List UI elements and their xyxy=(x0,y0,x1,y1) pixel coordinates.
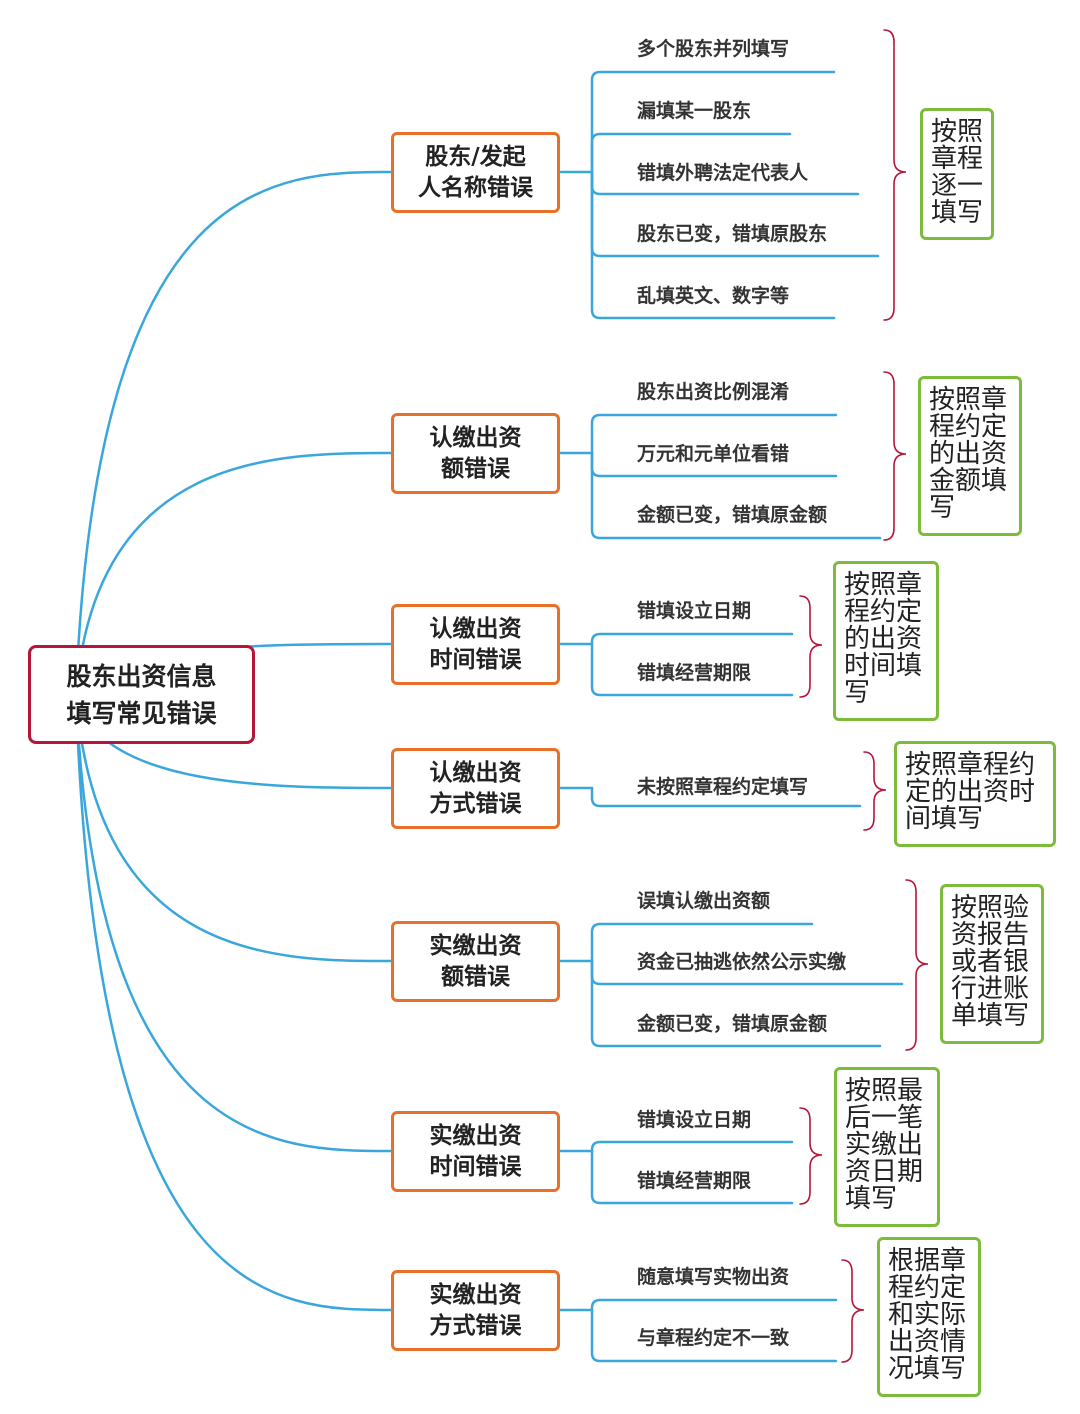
category-title-line-2: 时间错误 xyxy=(429,1153,522,1180)
leaf-item: 错填设立日期 xyxy=(637,1109,752,1131)
resolution-note: 按照章程约定的出资金额填写 xyxy=(918,376,1022,536)
resolution-note: 按照章程约定的出资时间填写 xyxy=(833,561,939,721)
root-topic: 股东出资信息 填写常见错误 xyxy=(28,645,255,744)
category-subscribed-time-error: 认缴出资时间错误 xyxy=(391,604,560,685)
leaf-item: 乱填英文、数字等 xyxy=(637,285,790,307)
category-title-line-1: 实缴出资 xyxy=(429,932,522,959)
leaf-underline-connector xyxy=(590,70,836,174)
leaf-item: 万元和元单位看错 xyxy=(637,443,790,465)
leaf-underline-connector xyxy=(590,959,882,1048)
category-paid-method-error: 实缴出资方式错误 xyxy=(391,1270,560,1351)
leaf-item: 错填经营期限 xyxy=(637,1170,752,1192)
resolution-note: 按照章程约定的出资时间填写 xyxy=(894,741,1056,847)
leaf-underline-connector xyxy=(590,1140,794,1153)
leaf-item: 与章程约定不一致 xyxy=(637,1327,790,1349)
curly-brace xyxy=(863,751,887,831)
leaf-underline-connector xyxy=(590,922,814,963)
curly-brace xyxy=(799,595,823,698)
category-title-line-1: 认缴出资 xyxy=(429,759,522,786)
leaf-underline-connector xyxy=(590,642,794,697)
resolution-note: 按照验资报告或者银行进账单填写 xyxy=(940,884,1044,1044)
category-title-line-2: 额错误 xyxy=(441,963,510,990)
category-title-line-2: 额错误 xyxy=(441,455,510,482)
curly-brace xyxy=(883,371,907,541)
leaf-underline-connector xyxy=(590,1149,794,1205)
curly-brace xyxy=(883,29,907,321)
leaf-underline-connector xyxy=(590,1298,838,1312)
resolution-note: 按照章程逐一填写 xyxy=(920,108,994,240)
root-title-line-2: 填写常见错误 xyxy=(66,698,217,728)
category-subscribed-method-error: 认缴出资方式错误 xyxy=(391,748,560,829)
category-title-line-2: 人名称错误 xyxy=(418,174,533,201)
leaf-item: 股东已变，错填原股东 xyxy=(637,223,828,245)
category-title-line-2: 方式错误 xyxy=(429,790,522,817)
curly-brace xyxy=(799,1107,823,1205)
resolution-note: 根据章程约定和实际出资情况填写 xyxy=(877,1237,981,1397)
category-title-line-2: 时间错误 xyxy=(429,646,522,673)
leaf-underline-connector xyxy=(590,632,794,646)
root-to-category-connector xyxy=(74,692,393,963)
leaf-underline-connector xyxy=(590,786,862,808)
leaf-item: 错填外聘法定代表人 xyxy=(637,162,809,184)
root-to-category-connector xyxy=(74,692,393,1153)
leaf-underline-connector xyxy=(590,1308,838,1363)
leaf-underline-connector xyxy=(590,170,836,320)
resolution-note: 按照最后一笔实缴出资日期填写 xyxy=(834,1067,940,1227)
category-title-line-1: 股东/发起 xyxy=(425,143,526,170)
root-to-category-connector xyxy=(74,170,393,696)
leaf-item: 错填经营期限 xyxy=(637,662,752,684)
category-title-line-2: 方式错误 xyxy=(429,1312,522,1339)
leaf-item: 资金已抽逃依然公示实缴 xyxy=(637,951,847,973)
category-paid-amount-error: 实缴出资额错误 xyxy=(391,921,560,1002)
root-to-category-connector xyxy=(74,451,393,696)
curly-brace xyxy=(905,879,929,1051)
curly-brace xyxy=(841,1259,865,1363)
leaf-item: 金额已变，错填原金额 xyxy=(637,1013,828,1035)
leaf-item: 随意填写实物出资 xyxy=(637,1266,790,1288)
category-subscribed-amount-error: 认缴出资额错误 xyxy=(391,413,560,494)
category-title-line-1: 实缴出资 xyxy=(429,1281,522,1308)
leaf-item: 错填设立日期 xyxy=(637,600,752,622)
category-title-line-1: 实缴出资 xyxy=(429,1122,522,1149)
leaf-item: 未按照章程约定填写 xyxy=(637,776,809,798)
root-to-category-connector xyxy=(74,692,393,1312)
leaf-item: 金额已变，错填原金额 xyxy=(637,504,828,526)
leaf-item: 漏填某一股东 xyxy=(637,100,752,122)
leaf-item: 误填认缴出资额 xyxy=(637,890,771,912)
category-title-line-1: 认缴出资 xyxy=(429,424,522,451)
leaf-underline-connector xyxy=(590,413,838,455)
category-shareholder-name-error: 股东/发起人名称错误 xyxy=(391,132,560,213)
root-title-line-1: 股东出资信息 xyxy=(66,661,217,691)
category-paid-time-error: 实缴出资时间错误 xyxy=(391,1111,560,1192)
category-title-line-1: 认缴出资 xyxy=(429,615,522,642)
leaf-item: 多个股东并列填写 xyxy=(637,38,790,60)
leaf-underline-connector xyxy=(590,132,792,174)
leaf-item: 股东出资比例混淆 xyxy=(637,381,790,403)
leaf-underline-connector xyxy=(590,451,882,540)
